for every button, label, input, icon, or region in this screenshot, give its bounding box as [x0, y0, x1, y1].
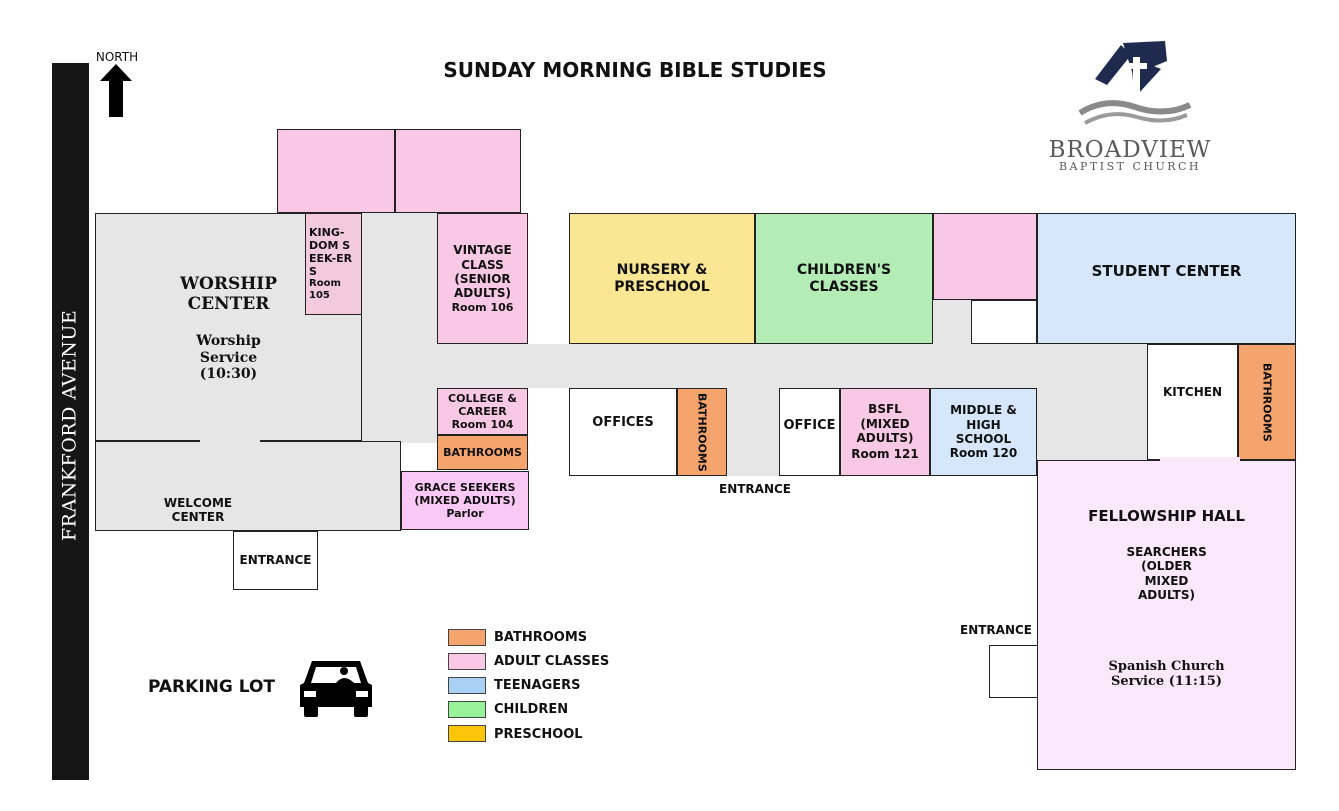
welcome-center: WELCOME CENTER	[95, 441, 401, 531]
spanish-service-label: Spanish Church Service (11:15)	[1108, 658, 1225, 690]
doorway-worship	[200, 438, 260, 444]
middle-high-school-label: MIDDLE & HIGH SCHOOL	[950, 403, 1017, 446]
hallway-north	[933, 300, 971, 344]
adult-room-northeast	[933, 213, 1037, 300]
bathrooms-west: BATHROOMS	[437, 435, 528, 470]
legend-label-bathrooms: BATHROOMS	[494, 630, 588, 645]
doorway-fellowship	[1160, 457, 1240, 463]
vintage-class: VINTAGE CLASS (SENIOR ADULTS) Room 106	[437, 213, 528, 344]
bathrooms-middle: BATHROOMS	[677, 388, 727, 476]
church-logo-icon	[1078, 41, 1192, 125]
nursery-preschool-label: NURSERY & PRESCHOOL	[614, 261, 710, 295]
hallway-west	[362, 213, 437, 443]
legend-swatch-bathrooms	[448, 629, 486, 646]
fellowship-hall: FELLOWSHIP HALL SEARCHERS (OLDER MIXED A…	[1037, 460, 1296, 770]
kitchen-label: KITCHEN	[1162, 384, 1223, 399]
entrance-east	[989, 645, 1037, 698]
middle-high-school-room: Room 120	[949, 446, 1018, 461]
adult-room-north-2	[395, 129, 521, 213]
adult-room-north-1	[277, 129, 395, 213]
bathrooms-east-label: BATHROOMS	[1260, 362, 1274, 442]
welcome-center-label: WELCOME CENTER	[163, 495, 233, 524]
searchers-label: SEARCHERS (OLDER MIXED ADULTS)	[1126, 545, 1207, 603]
offices-label: OFFICES	[592, 415, 654, 431]
entrance-front-label: ENTRANCE	[239, 553, 312, 568]
legend-label-preschool: PRESCHOOL	[494, 727, 583, 742]
grace-seekers-label: GRACE SEEKERS (MIXED ADULTS)	[414, 480, 516, 507]
grace-seekers: GRACE SEEKERS (MIXED ADULTS) Parlor	[401, 471, 529, 530]
legend-swatch-children	[448, 701, 486, 718]
street-strip	[52, 63, 89, 780]
college-career-room: Room 104	[451, 418, 514, 432]
student-center: STUDENT CENTER	[1037, 213, 1296, 344]
bathrooms-middle-label: BATHROOMS	[695, 392, 709, 472]
childrens-classes-label: CHILDREN'S CLASSES	[796, 261, 892, 295]
worship-center-title: WORSHIP CENTER	[179, 274, 278, 315]
student-center-label: STUDENT CENTER	[1091, 261, 1242, 280]
legend-swatch-teenagers	[448, 677, 486, 694]
logo-subtitle: BAPTIST CHURCH	[1058, 160, 1202, 173]
hallway-east	[1037, 344, 1147, 460]
bsfl-room: BSFL (MIXED ADULTS) Room 121	[840, 388, 930, 476]
legend-label-adult-classes: ADULT CLASSES	[494, 654, 610, 669]
entrance-front: ENTRANCE	[233, 531, 318, 590]
entrance-east-label: ENTRANCE	[960, 623, 1032, 637]
hallway-main	[437, 344, 1057, 388]
hallway-cross-1	[727, 388, 779, 476]
street-label: FRANKFORD AVENUE	[58, 309, 81, 541]
logo-name: BROADVIEW	[1048, 137, 1212, 163]
legend-swatch-preschool	[448, 725, 486, 742]
office-label: OFFICE	[783, 418, 836, 434]
kitchen: KITCHEN	[1147, 344, 1238, 460]
kingdom-seekers: KING-DOM SEEK-ERS Room 105	[305, 213, 362, 315]
entrance-middle-label: ENTRANCE	[719, 482, 791, 496]
college-career-label: COLLEGE & CAREER	[448, 391, 517, 418]
college-career: COLLEGE & CAREER Room 104	[437, 388, 528, 435]
worship-service-label: Worship Service (10:30)	[196, 332, 261, 383]
offices: OFFICES	[569, 388, 677, 476]
car-icon	[300, 661, 372, 717]
north-label: NORTH	[95, 50, 139, 64]
legend-label-children: CHILDREN	[494, 702, 569, 717]
page-title: SUNDAY MORNING BIBLE STUDIES	[443, 58, 827, 82]
kingdom-seekers-room: Room 105	[309, 278, 341, 302]
bsfl-label: BSFL (MIXED ADULTS)	[856, 402, 914, 445]
vintage-class-label: VINTAGE CLASS (SENIOR ADULTS)	[453, 243, 512, 301]
bathrooms-east: BATHROOMS	[1238, 344, 1296, 460]
vintage-class-room: Room 106	[451, 300, 514, 314]
middle-high-school: MIDDLE & HIGH SCHOOL Room 120	[930, 388, 1037, 476]
fellowship-hall-label: FELLOWSHIP HALL	[1088, 507, 1245, 525]
parking-lot-label: PARKING LOT	[148, 677, 276, 697]
office: OFFICE	[779, 388, 840, 476]
bathrooms-west-label: BATHROOMS	[443, 445, 522, 459]
north-arrow-icon	[100, 64, 132, 117]
storage-room	[971, 300, 1037, 344]
nursery-preschool: NURSERY & PRESCHOOL	[569, 213, 755, 344]
kingdom-seekers-label: KING-DOM SEEK-ERS	[309, 225, 353, 279]
legend-swatch-adult-classes	[448, 653, 486, 670]
legend-label-teenagers: TEENAGERS	[494, 678, 581, 693]
childrens-classes: CHILDREN'S CLASSES	[755, 213, 933, 344]
grace-seekers-room: Parlor	[446, 507, 484, 521]
bsfl-room-number: Room 121	[851, 447, 919, 462]
